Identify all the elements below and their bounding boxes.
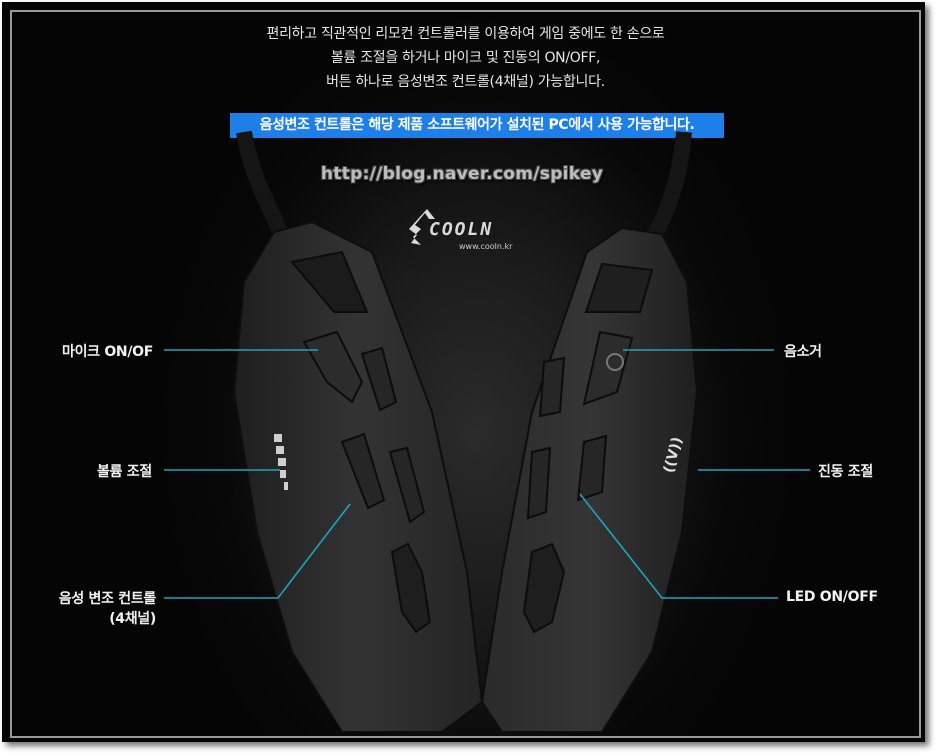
logo-url: www.cooln.kr [459,242,513,251]
label-volume: 볼륨 조절 [97,464,152,480]
cooln-logo-icon [409,209,435,245]
label-voice: 음성 변조 컨트롤 (4채널) [44,589,157,629]
logo-brand: COOLN [429,219,494,240]
leader-led [579,493,778,599]
intro-line-2: 볼륨 조절을 하거나 마이크 및 진동의 ON/OFF, [330,50,601,66]
blog-watermark: http://blog.naver.com/spikey [320,164,604,184]
intro-line-1: 편리하고 직관적인 리모컨 컨트롤러를 이용하여 게임 중에도 한 손으로 [266,26,665,42]
mute-icon [606,353,624,371]
label-voice-main: 음성 변조 컨트롤 [58,591,157,607]
right-cable [644,131,692,244]
image-frame: 편리하고 직관적인 리모컨 컨트롤러를 이용하여 게임 중에도 한 손으로 볼륨… [2,2,925,742]
label-vibration: 진동 조절 [818,464,873,480]
intro-line-3: 버튼 하나로 음성변조 컨트롤(4채널) 가능합니다. [326,74,605,90]
callout-leader-lines [164,349,810,599]
notice-banner: 음성변조 컨트롤은 해당 제품 소프트웨어가 설치된 PC에서 사용 가능합니다… [230,113,724,138]
label-voice-sub: (4채널) [109,611,156,627]
label-mic: 마이크 ON/OF [62,344,154,360]
label-led: LED ON/OFF [786,589,878,605]
volume-wheel [274,434,288,490]
label-mute: 음소거 [784,344,822,360]
intro-text: 편리하고 직관적인 리모컨 컨트롤러를 이용하여 게임 중에도 한 손으로 볼륨… [12,22,919,94]
cooln-logo: COOLN www.cooln.kr [407,207,557,257]
leader-voice [164,503,351,599]
product-panel: 편리하고 직관적인 리모컨 컨트롤러를 이용하여 게임 중에도 한 손으로 볼륨… [10,10,921,738]
